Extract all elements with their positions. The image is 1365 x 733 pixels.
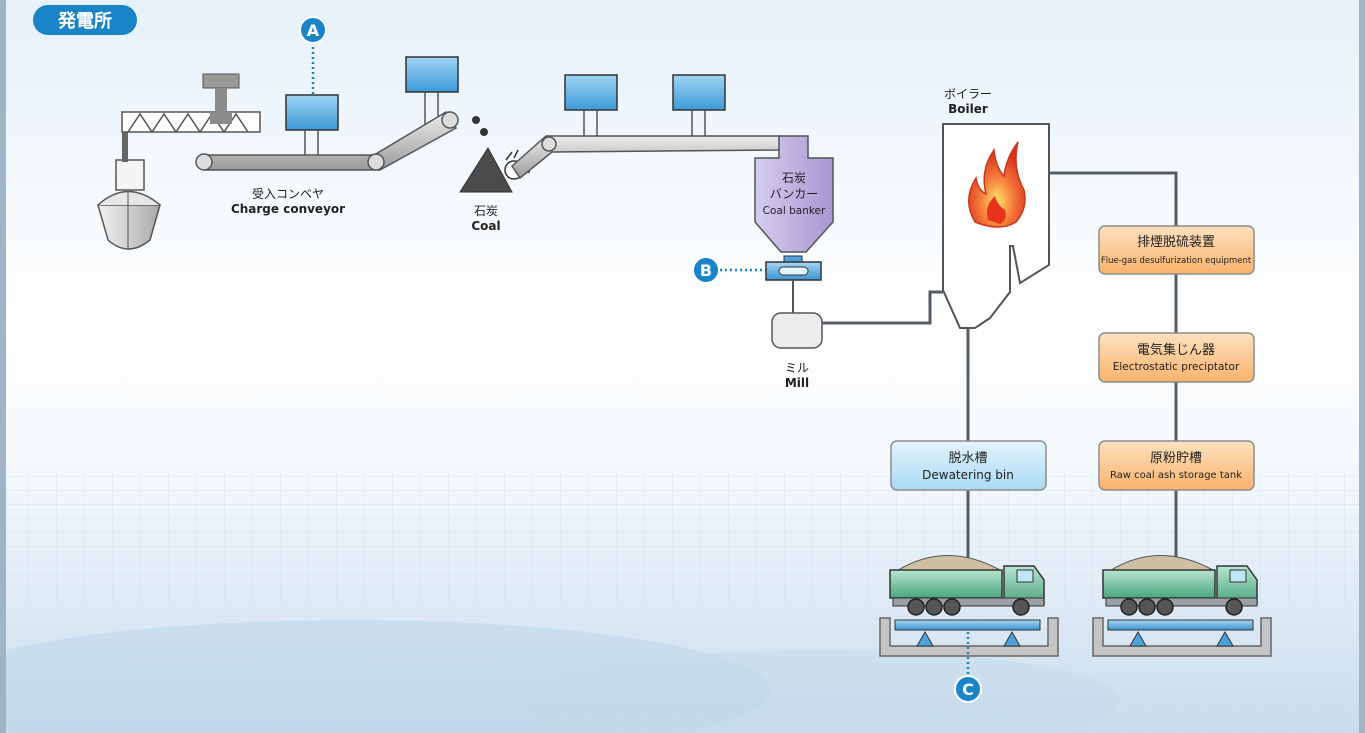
dump-truck-right xyxy=(1102,555,1258,616)
sensor-box xyxy=(405,56,459,125)
pipe-flue-gas xyxy=(1049,171,1178,226)
background-cloud xyxy=(520,650,1120,733)
label-dewatering-jp: 脱水槽 xyxy=(948,451,987,466)
label-dewatering-en: Dewatering bin xyxy=(922,468,1014,482)
sensor-box xyxy=(672,74,726,137)
feeder xyxy=(765,255,822,314)
left-border xyxy=(0,0,6,733)
label-boiler-jp: ボイラー xyxy=(944,87,992,101)
label-coal-banker-en: Coal banker xyxy=(763,205,826,217)
ship xyxy=(97,159,161,250)
marker-a[interactable]: A xyxy=(299,16,327,44)
coal-particle xyxy=(480,128,488,136)
truck-scale-right xyxy=(1092,617,1272,657)
label-coal-jp: 石炭 xyxy=(474,204,498,218)
label-boiler-en: Boiler xyxy=(948,102,988,116)
unloader-crane xyxy=(121,73,261,162)
fire-icon xyxy=(968,141,1026,228)
sensor-box xyxy=(285,94,339,155)
charge-conveyor xyxy=(195,110,459,171)
page-title: 発電所 xyxy=(57,10,112,32)
marker-b[interactable]: B xyxy=(692,256,720,284)
label-coal-banker-jp1: 石炭 xyxy=(782,171,806,185)
label-ash-tank-en: Raw coal ash storage tank xyxy=(1110,470,1242,481)
ash-storage-tank-box: 原粉貯槽 Raw coal ash storage tank xyxy=(1098,440,1255,491)
pipe-mill-boiler xyxy=(822,290,943,325)
svg-text:C: C xyxy=(962,680,974,699)
coal-pile xyxy=(459,147,530,193)
dewatering-bin-box: 脱水槽 Dewatering bin xyxy=(890,440,1047,491)
label-charge-conveyor-jp: 受入コンベヤ xyxy=(252,187,324,201)
mill xyxy=(771,312,823,349)
coal-particle xyxy=(472,116,480,124)
marker-c[interactable]: C xyxy=(954,675,982,703)
label-esp-jp: 電気集じん器 xyxy=(1137,342,1215,358)
label-fgd-en: Flue-gas desulfurization equipment xyxy=(1101,256,1252,266)
dump-truck-left xyxy=(889,555,1045,616)
electrostatic-precipitator-box: 電気集じん器 Electrostatic preciptator xyxy=(1098,332,1255,383)
background-cloud xyxy=(0,620,770,733)
right-border xyxy=(1359,0,1365,733)
header-badge: 発電所 xyxy=(33,5,137,35)
label-ash-tank-jp: 原粉貯槽 xyxy=(1150,451,1202,466)
svg-text:A: A xyxy=(307,21,320,40)
label-coal-en: Coal xyxy=(471,219,500,233)
coal-bunker xyxy=(754,135,834,253)
label-coal-banker-jp2: バンカー xyxy=(770,187,819,201)
svg-text:B: B xyxy=(700,261,712,280)
label-fgd-jp: 排煙脱硫装置 xyxy=(1137,235,1215,250)
label-charge-conveyor-en: Charge conveyor xyxy=(231,202,345,216)
label-mill-en: Mill xyxy=(785,376,809,390)
label-mill-jp: ミル xyxy=(785,361,809,375)
truck-scale-left xyxy=(879,617,1059,657)
flue-gas-desulfurization-box: 排煙脱硫装置 Flue-gas desulfurization equipmen… xyxy=(1098,225,1255,275)
label-esp-en: Electrostatic preciptator xyxy=(1113,361,1240,373)
sensor-box xyxy=(564,74,618,137)
